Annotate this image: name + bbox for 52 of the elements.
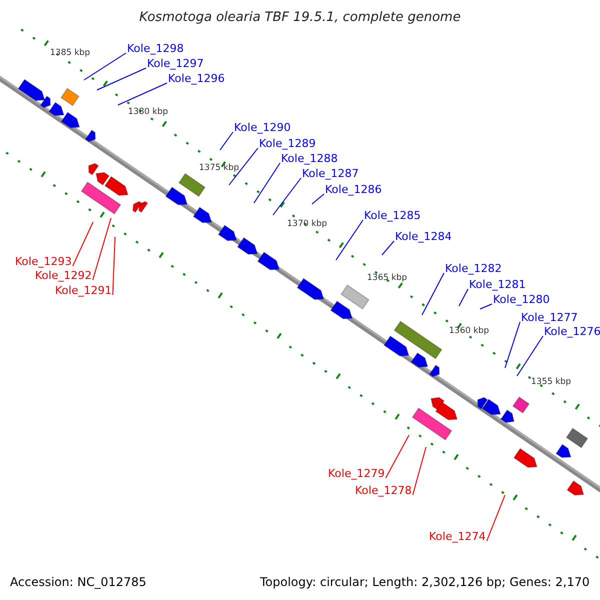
leader-line	[336, 220, 364, 260]
leader-line	[92, 218, 112, 280]
gene-label: Kole_1291	[55, 285, 112, 296]
gene-label: Kole_1285	[364, 210, 421, 221]
leader-line	[312, 194, 324, 204]
leader-line	[84, 52, 126, 80]
scale-label: 1375 kbp	[199, 164, 240, 172]
gene-label: Kole_1280	[493, 294, 550, 305]
leader-line	[480, 304, 492, 310]
gene-label: Kole_1288	[281, 153, 338, 164]
leader-line	[254, 162, 280, 204]
scale-label: 1385 kbp	[50, 49, 90, 58]
gene-label: Kole_1282	[445, 263, 502, 274]
gene-label: Kole_1279	[328, 468, 385, 479]
leader-line	[458, 288, 468, 306]
gene-label: Kole_1281	[469, 279, 526, 290]
gene-label: Kole_1296	[168, 73, 225, 84]
leader-line	[228, 148, 258, 186]
leader-line	[118, 82, 168, 106]
leader-line	[220, 132, 234, 150]
gene-label: Kole_1289	[259, 138, 316, 149]
leader-line	[112, 236, 116, 296]
scale-label: 1365 kbp	[367, 274, 408, 282]
leader-line	[422, 272, 444, 316]
gene-label: Kole_1278	[355, 485, 412, 496]
title: Kosmotoga olearia TBF 19.5.1, complete genome	[138, 10, 462, 25]
leader-line	[72, 222, 94, 266]
gene-label: Kole_1274	[429, 531, 486, 542]
leader-line	[385, 434, 410, 478]
scale-label: 1370 kbp	[287, 220, 328, 228]
footer-text: Topology: circular; Length: 2,302,126 bp; Genes: 2,170	[260, 576, 590, 588]
leader-line	[412, 446, 426, 496]
gene-label: Kole_1298	[127, 43, 184, 54]
gene-label: Kole_1284	[395, 231, 452, 242]
gene-label: Kole_1290	[234, 122, 291, 133]
leader-line	[486, 494, 506, 542]
scale-label: 1355 kbp	[531, 378, 572, 386]
gene-label: Kole_1292	[35, 270, 92, 281]
gene-label: Kole_1297	[147, 58, 204, 69]
leader-line	[382, 240, 394, 256]
leader-line	[96, 68, 146, 90]
leader-line	[504, 322, 520, 368]
scale-label: 1380 kbp	[128, 108, 168, 116]
scale-label: 1360 kbp	[449, 327, 490, 336]
leader-line	[272, 178, 302, 216]
gene-label: Kole_1286	[325, 184, 382, 195]
leader-line	[516, 336, 544, 376]
gene-label: Kole_1277	[521, 312, 578, 323]
gene-label: Kole_1276	[544, 326, 600, 337]
gene-label: Kole_1293	[15, 256, 72, 267]
gene-label: Kole_1287	[302, 168, 359, 179]
footer-text: Accession: NC_012785	[10, 576, 146, 588]
